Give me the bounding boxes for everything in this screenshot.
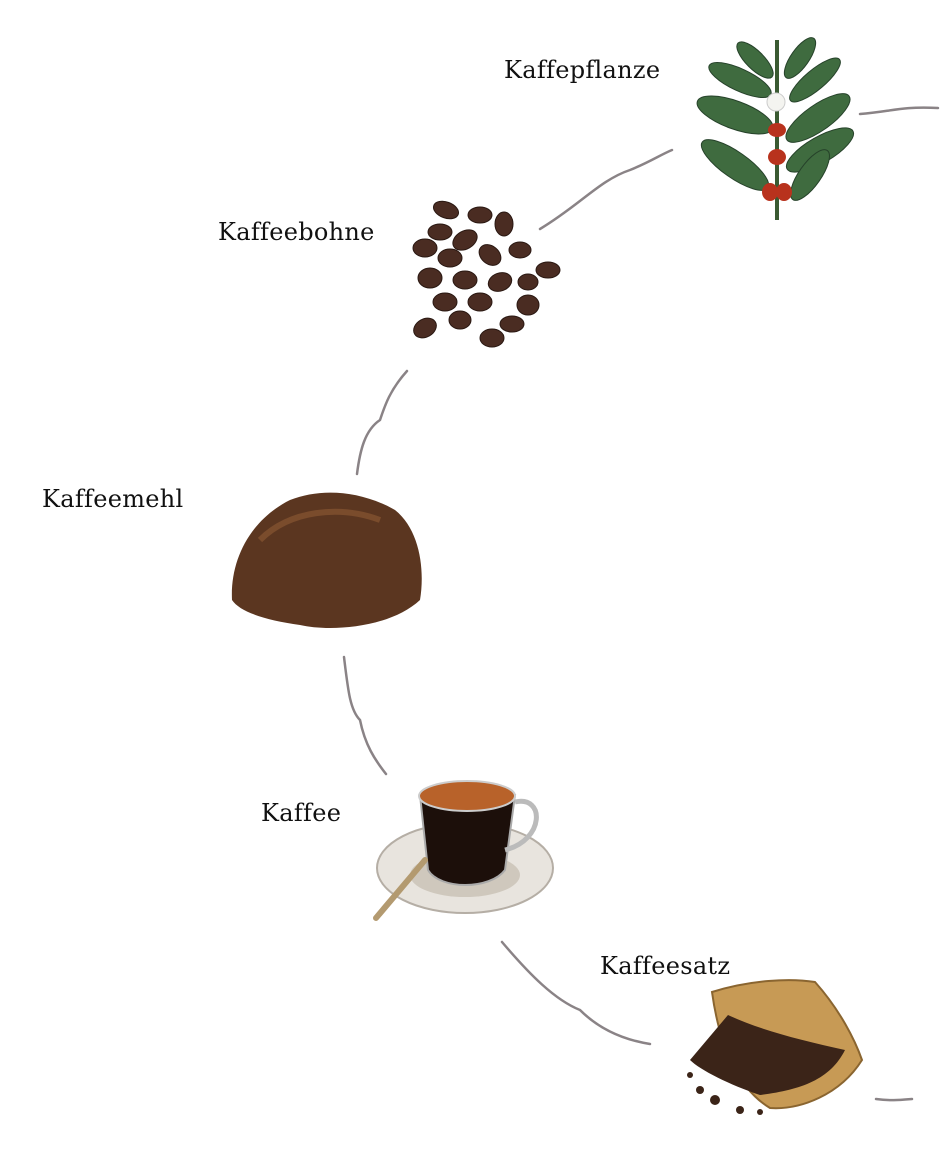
connector-line: [355, 369, 409, 476]
connector-line: [538, 148, 674, 231]
coffee-plant-icon: [696, 37, 855, 220]
stage-label-kaffeebohne: Kaffeebohne: [218, 218, 375, 246]
connector-line: [874, 1097, 914, 1102]
ground-coffee-icon: [231, 492, 422, 629]
coffee-beans-icon: [412, 200, 561, 348]
stage-label-kaffee: Kaffee: [261, 799, 342, 827]
connector-line: [500, 940, 652, 1046]
coffee-grounds-filter-icon: [687, 979, 864, 1115]
connector-line: [342, 655, 388, 776]
stage-label-kaffeemehl: Kaffeemehl: [42, 485, 184, 513]
connector-line: [858, 106, 940, 116]
stage-label-kaffeesatz: Kaffeesatz: [600, 952, 731, 980]
stage-label-kaffepflanze: Kaffepflanze: [504, 56, 661, 84]
espresso-cup-icon: [373, 780, 554, 921]
